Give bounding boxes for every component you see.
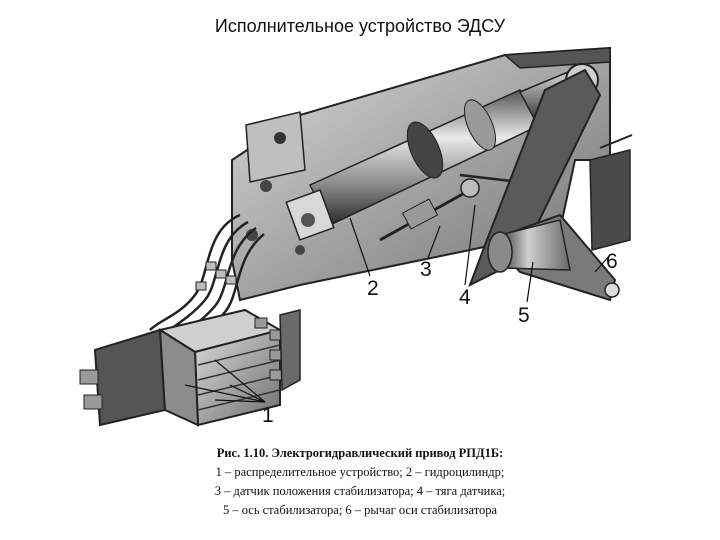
callout-1: 1 [262,404,274,427]
leader-lines [184,204,611,403]
stabilizer-axis [487,219,571,273]
caption-title: Рис. 1.10. Электрогидравлический привод … [216,446,504,460]
callout-3: 3 [420,258,432,281]
callout-4: 4 [459,286,471,309]
sensor-linkage [379,173,551,242]
figure-caption: Рис. 1.10. Электрогидравлический привод … [140,444,580,520]
caption-line-4: 5 – ось стабилизатора; 6 – рычаг оси ста… [222,503,498,517]
distribution-unit [79,308,301,427]
callout-5: 5 [518,304,530,327]
callout-6: 6 [606,250,618,273]
caption-line-3: 3 – датчик положения стабилизатора; 4 – … [214,484,506,498]
caption-line-2: 1 – распределительное устройство; 2 – ги… [215,465,505,479]
callout-2: 2 [367,277,379,300]
right-bracket [589,134,633,251]
hose-fittings [195,261,237,291]
slide-title: Исполнительное устройство ЭДСУ [214,16,506,36]
